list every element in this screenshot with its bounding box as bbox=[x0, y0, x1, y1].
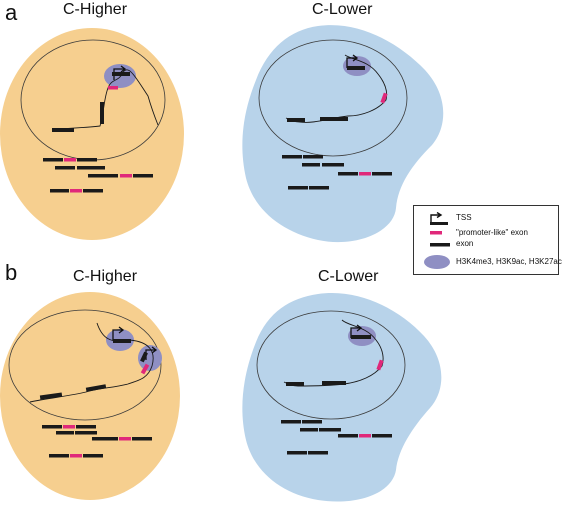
chromatin-strand bbox=[51, 69, 159, 131]
promoter-exon-icon bbox=[430, 231, 442, 235]
tss-arrow-icon bbox=[113, 65, 127, 80]
panel-a-higher-cell bbox=[0, 28, 184, 240]
promoter-like-exon bbox=[140, 363, 150, 375]
nucleus bbox=[8, 309, 162, 421]
exon bbox=[347, 66, 365, 70]
transcript-isoforms bbox=[281, 420, 392, 455]
promoter-like-exon bbox=[380, 92, 388, 104]
nucleus bbox=[258, 39, 408, 157]
title-b-c-lower: C-Lower bbox=[318, 268, 379, 285]
cell-body bbox=[0, 28, 184, 240]
exon bbox=[113, 339, 131, 343]
legend-item-exon: exon bbox=[414, 238, 558, 252]
histone-mark-ellipse bbox=[138, 345, 162, 371]
exon bbox=[112, 72, 130, 76]
exon bbox=[286, 382, 304, 386]
transcript-isoforms bbox=[282, 155, 392, 190]
panel-a-lower-cell bbox=[242, 25, 444, 243]
title-b-c-higher: C-Higher bbox=[73, 268, 138, 285]
histone-mark-ellipse-icon bbox=[424, 255, 450, 269]
legend: TSS "promoter-like" exon exon H3K4me3, H… bbox=[413, 205, 562, 275]
exon bbox=[351, 335, 371, 339]
title-a-c-lower: C-Lower bbox=[312, 1, 373, 18]
tss-arrow-icon bbox=[350, 324, 363, 338]
tss-arrow-icon bbox=[430, 212, 448, 225]
legend-item-promoter-exon: "promoter-like" exon bbox=[414, 227, 558, 241]
panel-letter-a: a bbox=[5, 0, 18, 25]
cell-body bbox=[0, 292, 180, 500]
transcript-isoforms bbox=[43, 158, 153, 193]
exon bbox=[39, 392, 63, 400]
exon bbox=[287, 118, 305, 122]
promoter-like-exon bbox=[376, 359, 384, 371]
tss-arrow-icon bbox=[346, 54, 359, 68]
panel-letter-b: b bbox=[5, 260, 18, 285]
panel-b-higher-cell bbox=[0, 292, 180, 500]
legend-label-promoter-exon: "promoter-like" exon bbox=[456, 228, 528, 237]
exon-icon bbox=[430, 243, 450, 247]
exon bbox=[52, 128, 74, 132]
legend-label-tss: TSS bbox=[456, 213, 472, 222]
cell-body bbox=[242, 293, 442, 502]
exon bbox=[140, 351, 148, 363]
nucleus bbox=[256, 310, 406, 420]
transcript-isoforms bbox=[42, 425, 152, 458]
tss-arrow-icon bbox=[112, 326, 125, 340]
legend-label-exon: exon bbox=[456, 239, 474, 248]
exon bbox=[85, 384, 107, 392]
exon bbox=[322, 381, 346, 385]
legend-item-tss: TSS bbox=[414, 212, 558, 226]
legend-item-histone-marks: H3K4me3, H3K9ac, H3K27ac bbox=[414, 254, 562, 270]
exon bbox=[320, 117, 348, 121]
promoter-like-exon bbox=[108, 86, 118, 90]
title-a-c-higher: C-Higher bbox=[63, 1, 128, 18]
legend-label-histone-marks: H3K4me3, H3K9ac, H3K27ac bbox=[456, 257, 562, 266]
exon bbox=[100, 102, 104, 124]
panel-b-lower-cell bbox=[242, 293, 442, 502]
